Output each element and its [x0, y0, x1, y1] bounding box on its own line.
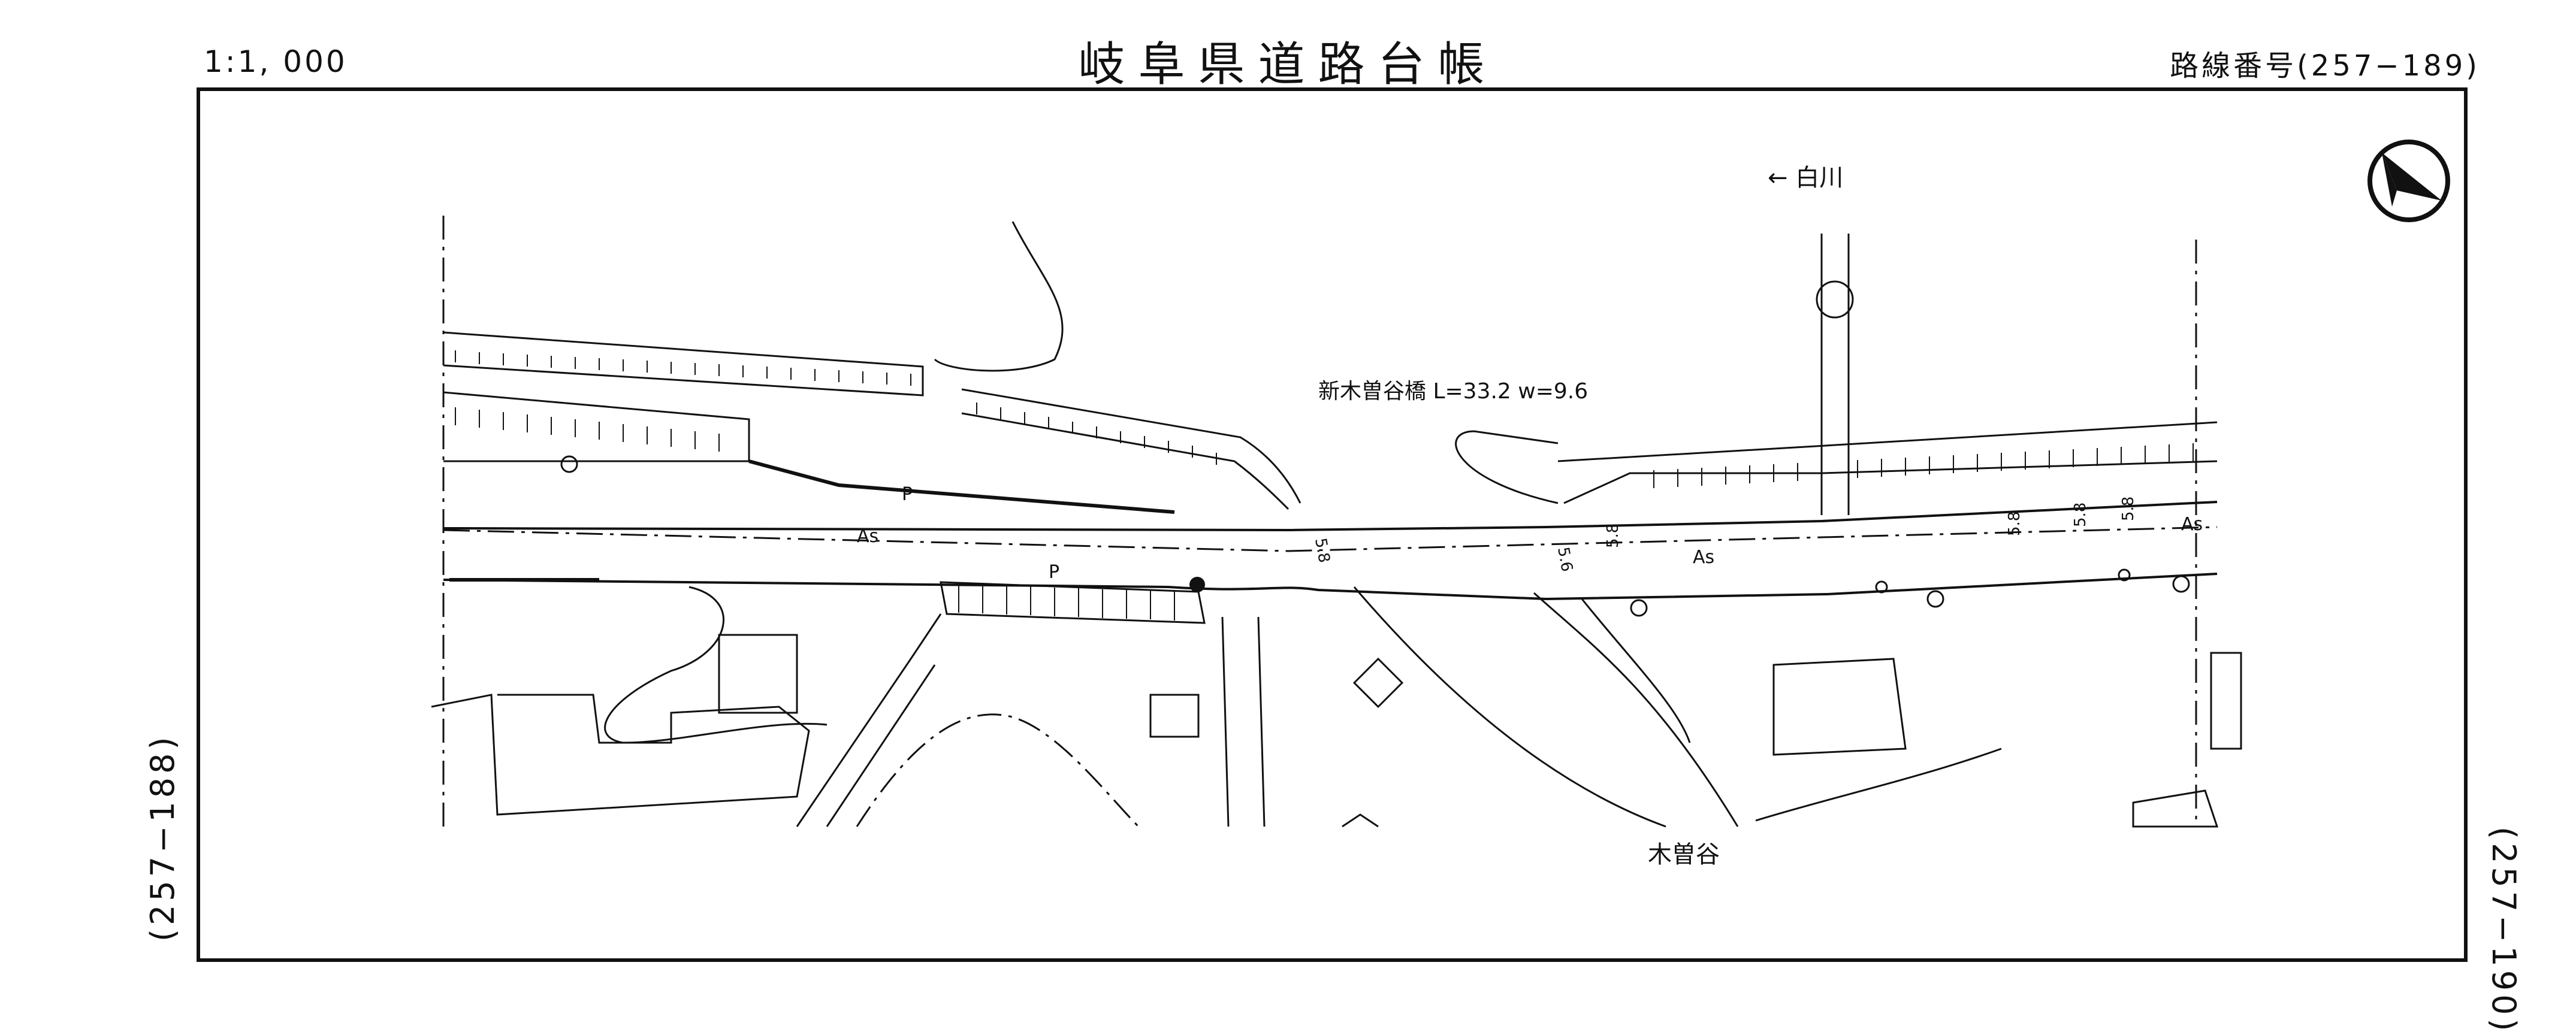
retaining-wall	[443, 391, 750, 462]
road-map: ← 白川 新木曽谷橋 L=33.2 w=9.6 木曽谷 As As As P P…	[431, 140, 2450, 868]
retaining-wall	[961, 412, 1289, 510]
manhole-icon	[1189, 577, 1205, 592]
retaining-wall	[961, 388, 1301, 504]
south-road	[826, 664, 936, 827]
building	[1755, 748, 2002, 822]
roundabout	[1816, 280, 1854, 319]
route-number: 路線番号(257−189)	[2170, 49, 2480, 83]
building	[1149, 694, 1200, 738]
building	[2132, 789, 2219, 828]
road-edge	[443, 501, 2218, 532]
utility-symbol-icon	[1926, 590, 1944, 608]
building	[1352, 657, 1404, 709]
direction-label: ← 白川	[1768, 164, 1843, 192]
south-road	[1221, 616, 1266, 827]
parking-mark: P	[1049, 562, 1059, 583]
river-bank	[1581, 598, 1691, 743]
width-mark: 5.8	[1311, 537, 1333, 564]
wall-hatching	[455, 350, 1217, 465]
retaining-wall	[940, 581, 1206, 624]
width-mark: 5.8	[2006, 512, 2024, 536]
page-title: 岐阜県道路台帳	[1078, 38, 1498, 92]
pavement-mark: As	[857, 526, 878, 547]
south-road	[856, 713, 1140, 828]
river-bank	[1353, 586, 1666, 828]
wall-hatching	[1653, 443, 2194, 488]
south-road	[796, 613, 942, 827]
retaining-wall	[443, 331, 924, 397]
building	[2210, 652, 2242, 750]
width-mark: 5.8	[1604, 523, 1622, 548]
map-scale: 1:1, 000	[204, 44, 348, 79]
contour-line	[604, 586, 828, 744]
fence-line	[748, 459, 1175, 514]
utility-symbol-icon	[2118, 568, 2131, 582]
building	[718, 634, 798, 714]
embankment	[1455, 430, 1559, 504]
parking-mark: P	[902, 484, 913, 505]
building	[431, 694, 810, 816]
width-mark: 5.8	[2071, 503, 2089, 527]
north-arrow-icon	[2367, 140, 2450, 222]
building	[1772, 658, 1907, 756]
retaining-wall	[1557, 421, 2218, 462]
river-label: 木曽谷	[1648, 841, 1720, 868]
width-mark: 5.6	[1554, 546, 1576, 573]
side-road	[1820, 234, 1850, 515]
pavement-mark: As	[2181, 514, 2203, 535]
contour-line	[934, 221, 1064, 372]
utility-symbol-icon	[1875, 580, 1888, 594]
building	[1342, 813, 1379, 828]
wall-hatching	[958, 584, 1175, 621]
river-bank	[1533, 592, 1739, 827]
width-mark: 5.8	[2119, 497, 2137, 521]
bridge-label: 新木曽谷橋 L=33.2 w=9.6	[1318, 379, 1588, 404]
utility-symbol-icon	[2172, 575, 2190, 593]
utility-symbol-icon	[1630, 599, 1648, 617]
pavement-mark: As	[1693, 547, 1714, 568]
road-centerline	[443, 526, 2218, 552]
utility-symbol-icon	[560, 455, 578, 473]
